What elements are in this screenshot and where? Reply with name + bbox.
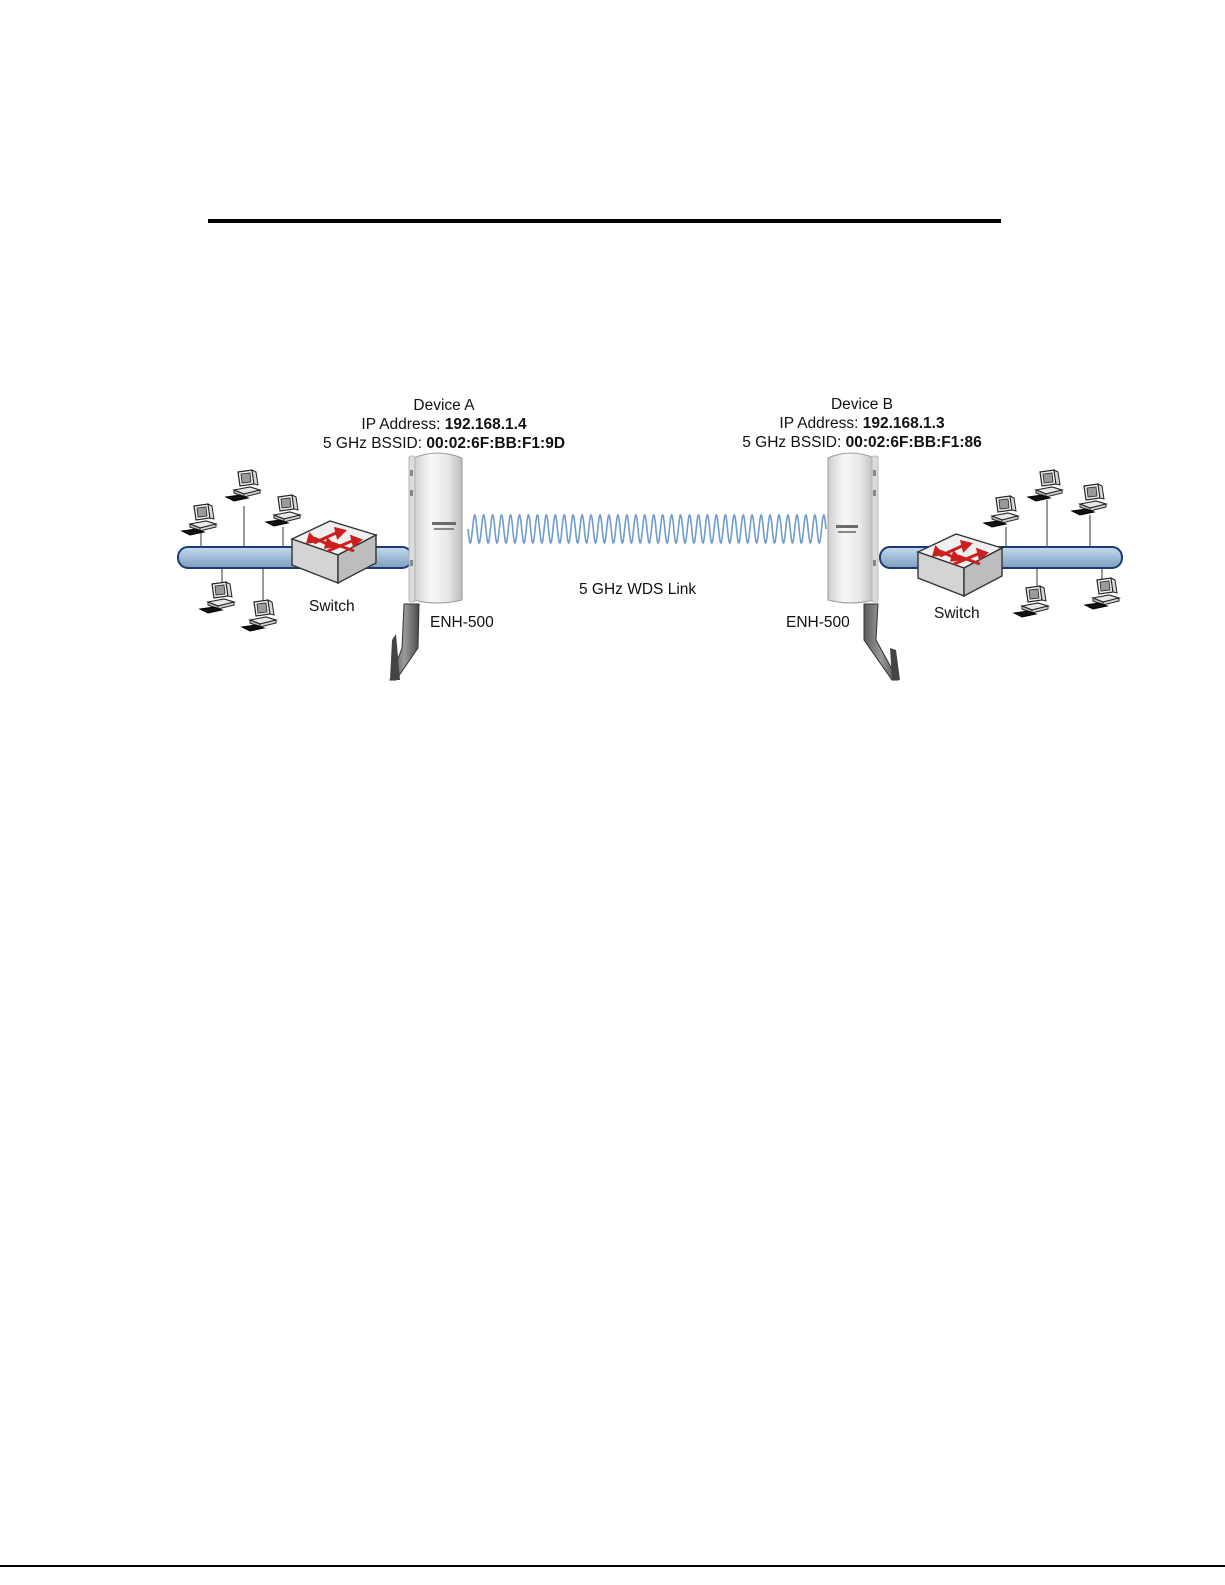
device-a-bssid-value: 00:02:6F:BB:F1:9D [426, 435, 565, 452]
device-a-ip-label: IP Address: [361, 416, 444, 433]
wds-link-wave [468, 515, 826, 543]
device-b-bssid-value: 00:02:6F:BB:F1:86 [846, 434, 982, 451]
device-a-model-label: ENH-500 [430, 614, 494, 632]
left-switch-icon [292, 521, 376, 583]
footer-rule [0, 1565, 1225, 1567]
computer-icon [1072, 484, 1106, 515]
device-a-info: Device A IP Address: 192.168.1.4 5 GHz B… [264, 396, 624, 453]
computer-icon [1014, 586, 1048, 617]
device-b-name: Device B [682, 395, 1042, 414]
right-switch-label: Switch [934, 605, 980, 623]
wds-link-label: 5 GHz WDS Link [579, 581, 696, 599]
device-a-bssid-label: 5 GHz BSSID: [323, 435, 426, 452]
computer-icon [200, 582, 234, 613]
device-b-model-label: ENH-500 [786, 614, 850, 632]
computer-icon [242, 600, 276, 631]
computer-icon [182, 504, 216, 535]
device-a-ip-value: 192.168.1.4 [445, 416, 527, 433]
device-a-name: Device A [264, 396, 624, 415]
left-lan [178, 470, 412, 631]
device-b-info: Device B IP Address: 192.168.1.3 5 GHz B… [682, 395, 1042, 452]
device-b-ip-value: 192.168.1.3 [863, 415, 945, 432]
computer-icon [984, 496, 1018, 527]
device-b-ip-label: IP Address: [779, 415, 862, 432]
computer-icon [226, 470, 260, 501]
right-switch-icon [918, 534, 1002, 596]
computer-icon [1085, 578, 1119, 609]
device-b-bssid-label: 5 GHz BSSID: [742, 434, 845, 451]
left-switch-label: Switch [309, 598, 355, 616]
computer-icon [1028, 470, 1062, 501]
computer-icon [266, 495, 300, 526]
right-lan [880, 470, 1122, 617]
